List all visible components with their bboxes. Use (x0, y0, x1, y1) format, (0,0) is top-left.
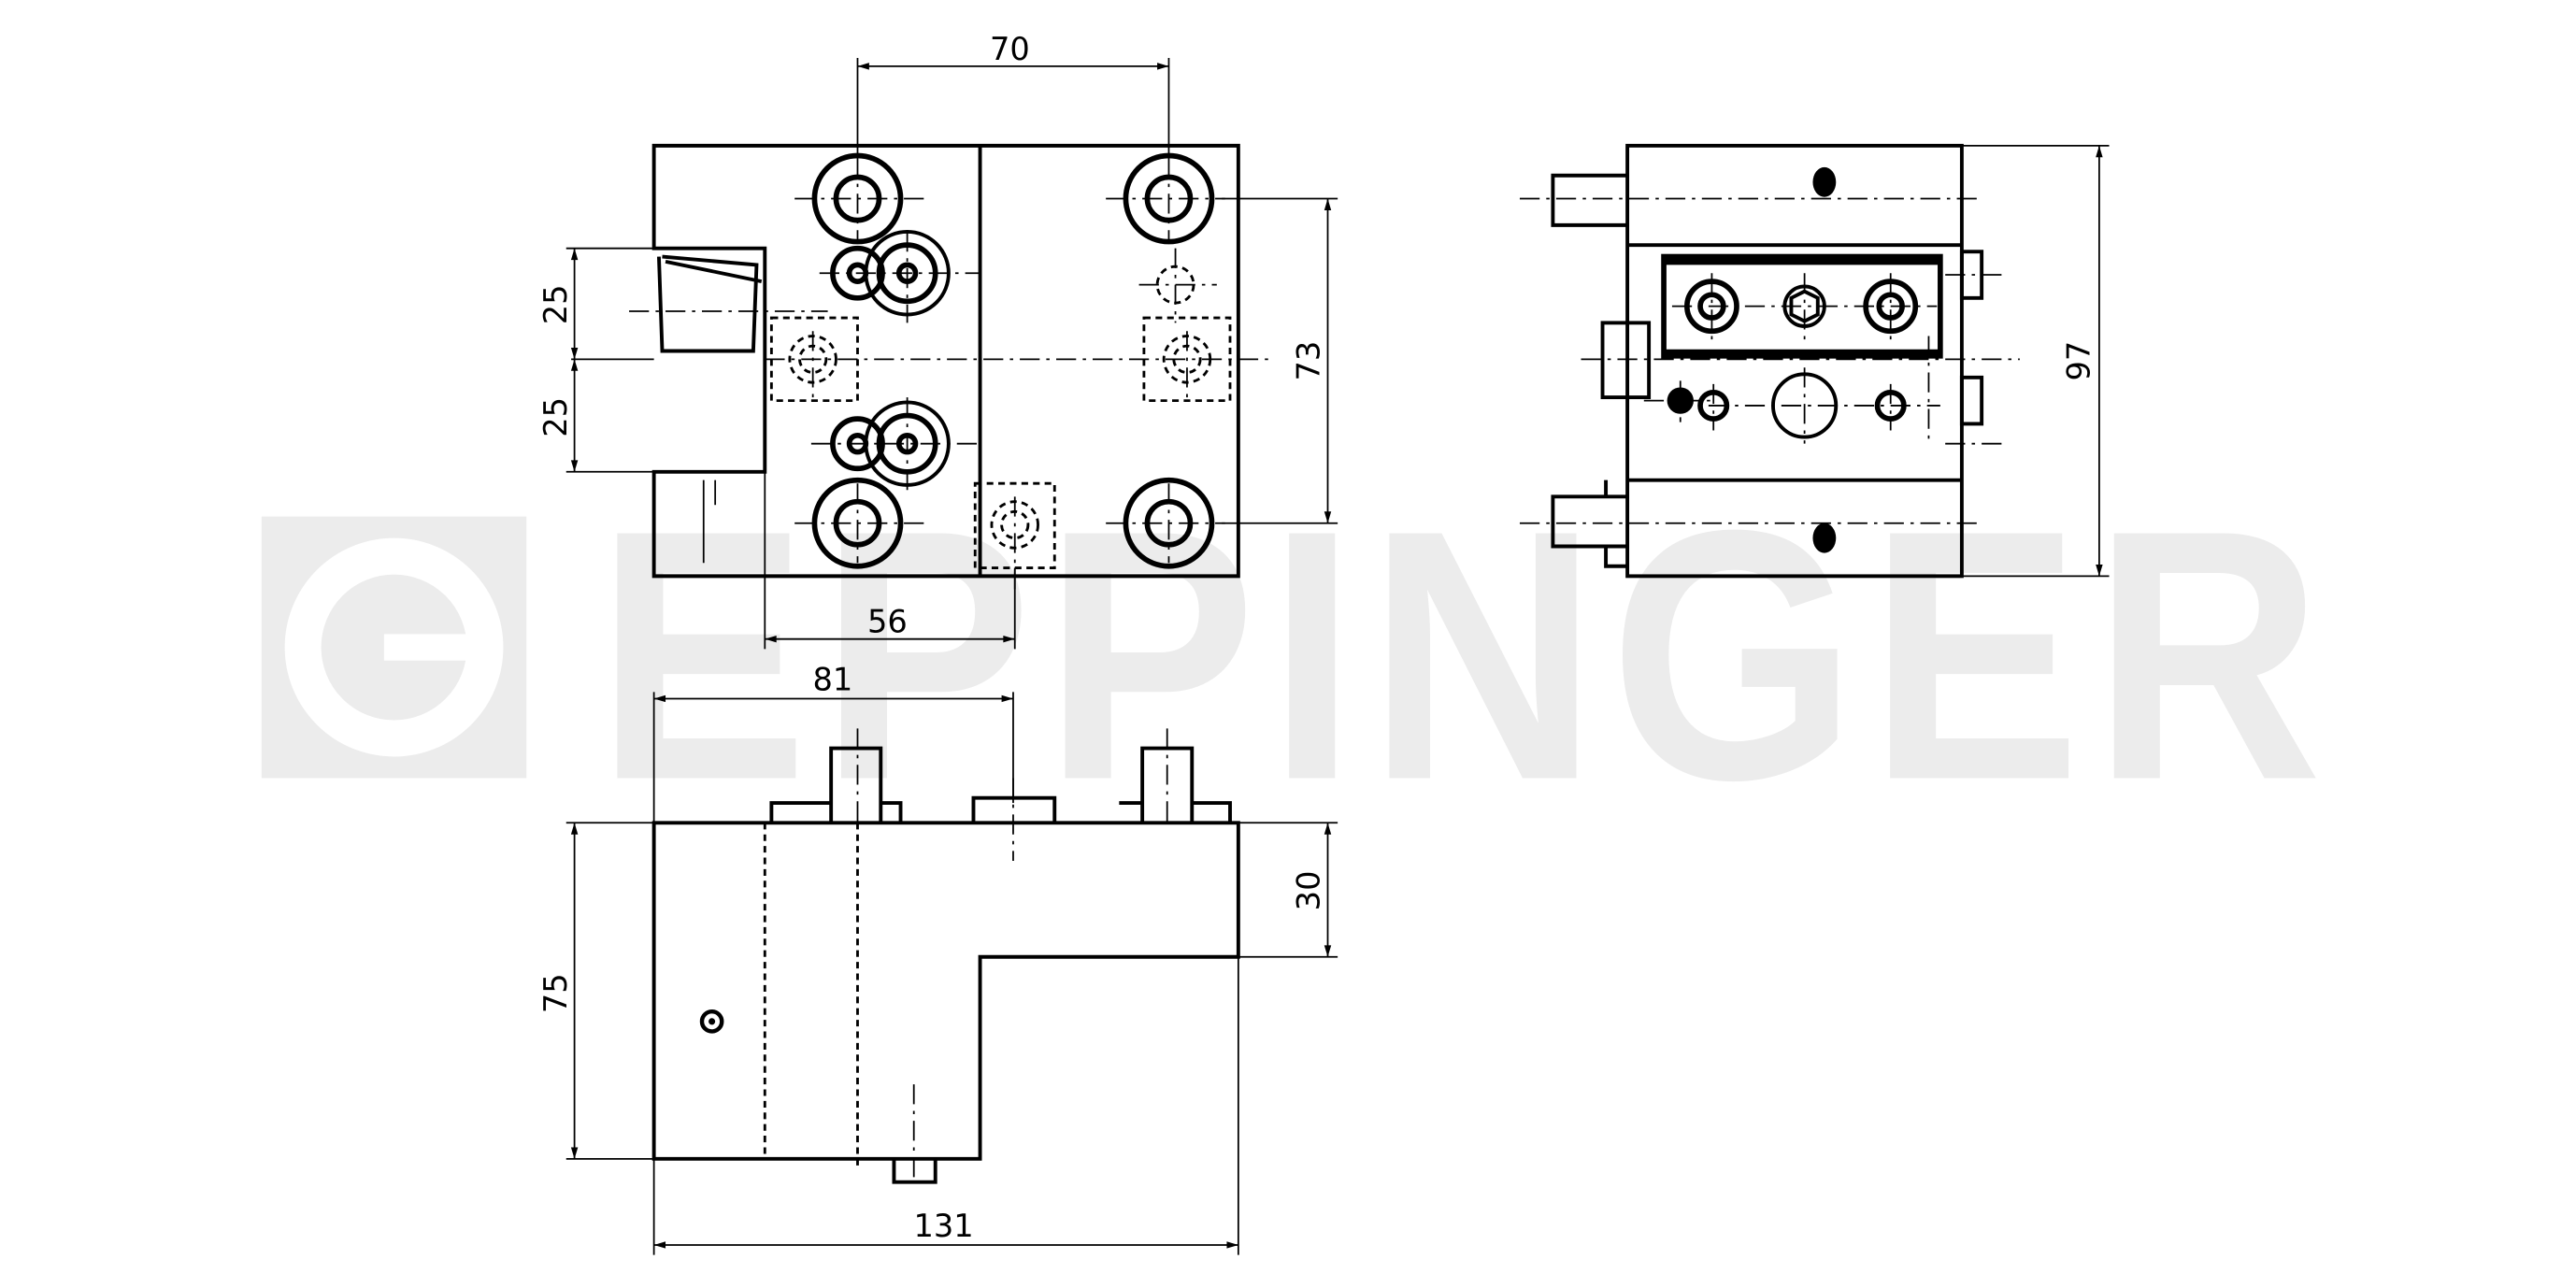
dim-131: 131 (652, 956, 1239, 1255)
dim-label: 97 (2060, 341, 2097, 381)
dim-97: 97 (1961, 144, 2110, 578)
watermark-text: EPPINGER (596, 455, 2335, 853)
dim-label: 75 (537, 973, 574, 1013)
dim-label: 73 (1291, 341, 1327, 381)
dim-30: 30 (1238, 822, 1338, 958)
dim-label: 131 (913, 1208, 973, 1244)
dim-81: 81 (652, 662, 1014, 823)
dim-label: 70 (990, 31, 1030, 67)
dim-label: 56 (867, 604, 908, 640)
front-view: 81 30 75 131 (537, 662, 1338, 1255)
dim-label: 81 (813, 662, 853, 698)
dim-25-25: 25 25 (537, 247, 663, 473)
dim-73: 73 (1222, 197, 1338, 524)
dim-70: 70 (856, 31, 1170, 158)
dim-label: 25 (537, 397, 574, 437)
dim-75: 75 (537, 822, 654, 1160)
dim-label: 25 (537, 284, 574, 324)
side-view: 97 (1519, 143, 2110, 579)
eppinger-watermark: EPPINGER (261, 455, 2335, 853)
dim-label: 30 (1291, 871, 1327, 911)
dim-56: 56 (764, 471, 1016, 650)
